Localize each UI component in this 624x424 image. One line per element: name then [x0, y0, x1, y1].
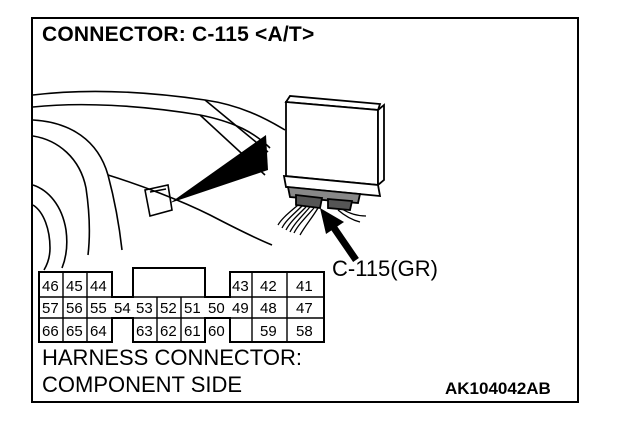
dashboard-drawing	[32, 90, 286, 271]
pin-label: 51	[184, 300, 201, 317]
pin-label: 63	[136, 323, 153, 340]
harness-caption-line-2: COMPONENT SIDE	[42, 372, 243, 397]
figure-code: AK104042AB	[445, 379, 551, 398]
pin-label: 65	[66, 323, 83, 340]
connector-grid	[39, 272, 324, 342]
figure-frame	[31, 17, 579, 403]
pin-label: 66	[42, 323, 59, 340]
pin-label: 41	[296, 278, 313, 295]
pointer-wedge	[170, 135, 268, 203]
pin-label: 54	[114, 300, 131, 317]
connector-title: CONNECTOR: C-115 <A/T>	[42, 23, 315, 46]
pin-label: 53	[136, 300, 153, 317]
pin-label: 42	[260, 278, 277, 295]
ecu-module	[282, 95, 385, 211]
pin-label: 44	[90, 278, 107, 295]
pin-label: 62	[160, 323, 177, 340]
pin-label: 56	[66, 300, 83, 317]
pin-label: 57	[42, 300, 59, 317]
pin-label: 55	[90, 300, 107, 317]
pin-row-1: 46 45 44 43 42 41	[42, 278, 313, 295]
pin-label: 64	[90, 323, 107, 340]
pin-label: 47	[296, 300, 313, 317]
pin-label: 45	[66, 278, 83, 295]
connector-callout-label: C-115(GR)	[332, 256, 438, 281]
pin-label: 60	[208, 323, 225, 340]
pin-label: 58	[296, 323, 313, 340]
pin-row-3: 66 65 64 63 62 61 60 59 58	[42, 323, 313, 340]
pin-label: 61	[184, 323, 201, 340]
callout-arrow	[320, 208, 359, 262]
pin-label: 46	[42, 278, 59, 295]
pin-label: 50	[208, 300, 225, 317]
pin-label: 49	[232, 300, 249, 317]
harness-caption-line-1: HARNESS CONNECTOR:	[42, 345, 302, 370]
pin-label: 43	[232, 278, 249, 295]
pin-label: 59	[260, 323, 277, 340]
pin-row-2: 57 56 55 54 53 52 51 50 49 48 47	[42, 300, 313, 317]
harness-wires	[277, 204, 367, 236]
pin-label: 52	[160, 300, 177, 317]
pin-label: 48	[260, 300, 277, 317]
